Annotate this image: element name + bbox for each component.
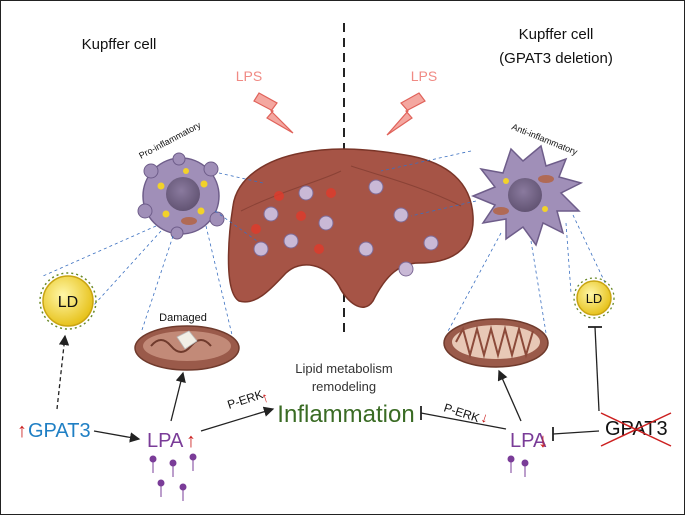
- left-lpa-up-icon: ↑: [186, 430, 196, 452]
- inflammation-label: Inflammation: [277, 401, 414, 428]
- left-gpat3-text: GPAT3: [28, 420, 91, 442]
- pro-inflammatory-cell: [137, 152, 225, 240]
- pathway-arrows: [56, 326, 602, 443]
- right-title-line2: (GPAT3 deletion): [499, 50, 613, 67]
- left-lipid-droplet: [39, 272, 97, 330]
- left-up-arrow-icon: ↑: [17, 420, 27, 442]
- healthy-mitochondrion: [443, 318, 549, 368]
- lipid-molecules-right: [507, 455, 529, 477]
- right-perk-down-icon: ↓: [479, 409, 491, 426]
- lps-left-label: LPS: [236, 68, 262, 84]
- right-lpa-down-icon: ↓: [538, 430, 548, 452]
- right-lipid-droplet: [573, 277, 615, 319]
- lightning-left-icon: [253, 92, 294, 134]
- anti-inflammatory-cell: [471, 144, 584, 247]
- anti-inflammatory-label: Anti-inflammatory: [510, 122, 579, 158]
- right-lpa-label: LPA: [510, 430, 547, 452]
- liver-illustration: [227, 148, 474, 308]
- damaged-label: Damaged: [159, 312, 207, 324]
- left-perk-up-icon: ↑: [259, 388, 271, 405]
- remodel-line2: remodeling: [312, 379, 376, 394]
- lps-right-label: LPS: [411, 68, 437, 84]
- right-perk-label: P-ERK: [442, 401, 481, 426]
- deletion-cross-line-2: [600, 412, 672, 447]
- left-ld-label: LD: [58, 294, 78, 311]
- damaged-mitochondrion: [134, 325, 240, 371]
- lightning-right-icon: [386, 92, 426, 136]
- zoom-lines: [42, 150, 610, 340]
- right-title-line1: Kupffer cell: [519, 26, 594, 43]
- lipid-molecules-left: [149, 453, 197, 501]
- pro-inflammatory-label: Pro-inflammatory: [137, 120, 203, 161]
- left-title: Kupffer cell: [82, 36, 157, 53]
- left-lpa-label: LPA: [147, 430, 184, 452]
- right-ld-label: LD: [586, 291, 603, 306]
- remodel-line1: Lipid metabolism: [295, 361, 393, 376]
